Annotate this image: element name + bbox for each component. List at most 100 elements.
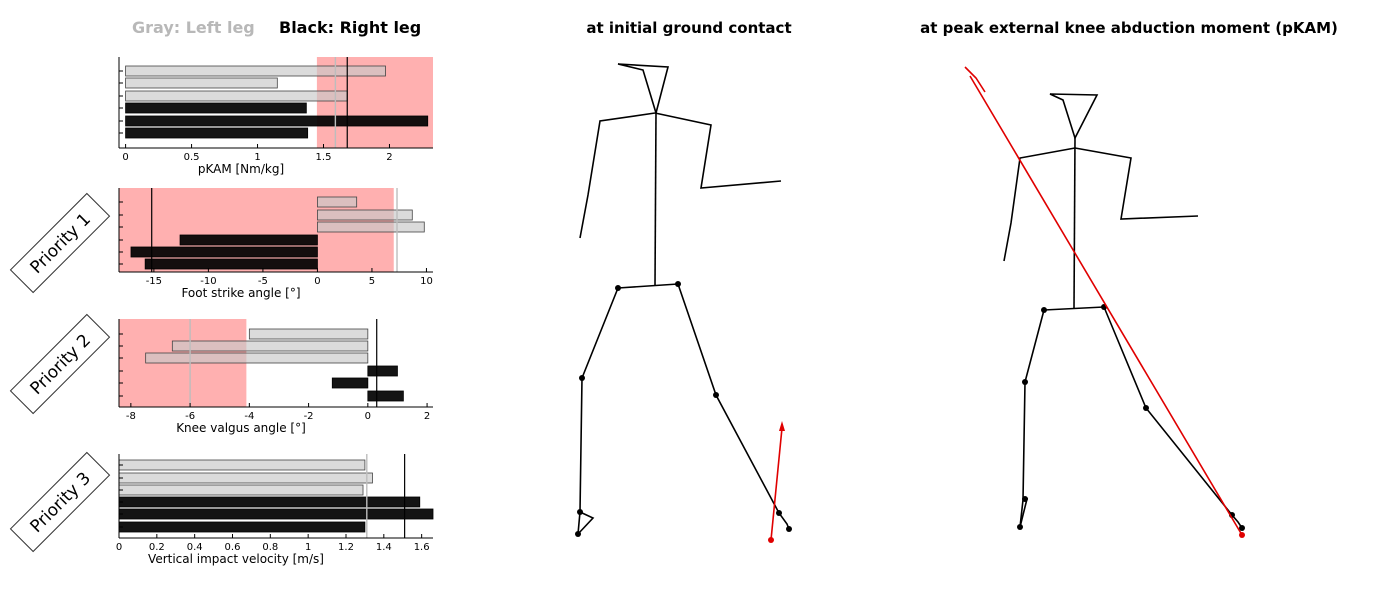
bar-right-leg-2 [125, 115, 429, 127]
x-tick-label: 1 [305, 542, 311, 553]
knee-joint-left-peak [1022, 379, 1028, 385]
force-origin-peak [1239, 532, 1245, 538]
priority-2-tag: Priority 2 [9, 313, 111, 415]
toe-joint-right-peak [1239, 525, 1245, 531]
force-origin-initial [768, 537, 774, 543]
x-tick-label: 0.6 [225, 542, 241, 553]
trunk-peak [1073, 137, 1076, 310]
x-tick-label: 2 [424, 411, 430, 422]
left-leg-peak [1019, 309, 1045, 528]
force-vector-initial [768, 421, 785, 543]
priority-2-box [9, 313, 111, 415]
x-axis-label: Vertical impact velocity [m/s] [148, 552, 324, 566]
arrow-head-peak [964, 66, 986, 93]
bar-right-leg-1 [125, 102, 307, 114]
bar-right-leg-1 [367, 365, 398, 377]
knee-joint-right [713, 392, 719, 398]
ankle-joint-right [776, 510, 782, 516]
priority-3-tag: Priority 3 [9, 451, 111, 553]
bar-right-leg-2 [118, 508, 434, 520]
head-peak [1049, 93, 1099, 141]
ankle-joint-left-peak [1022, 496, 1028, 502]
x-tick-label: 0 [314, 276, 320, 287]
title-initial-contact: at initial ground contact [586, 19, 791, 37]
right-leg-initial [677, 283, 790, 530]
x-tick-label: -10 [200, 276, 216, 287]
title-peak-kam: at peak external knee abduction moment (… [920, 19, 1338, 37]
bar-right-leg-3 [118, 521, 366, 533]
x-axis-label: Knee valgus angle [°] [176, 421, 306, 435]
ankle-joint-left [577, 509, 583, 515]
hip-joint-right [675, 281, 681, 287]
x-axis-label: Foot strike angle [°] [181, 286, 300, 300]
right-arm-peak [1074, 147, 1199, 220]
legend-left-leg: Gray: Left leg [132, 18, 255, 37]
bar-right-leg-1 [118, 496, 421, 508]
bar-left-leg-3 [125, 90, 348, 102]
bar-left-leg-2 [118, 472, 373, 484]
x-tick-label: 1 [254, 152, 260, 163]
toe-joint-left [575, 531, 581, 537]
trunk-initial [654, 112, 657, 287]
x-tick-label: 1.2 [338, 542, 354, 553]
x-tick-label: -2 [304, 411, 314, 422]
x-tick-label: 1.4 [376, 542, 392, 553]
force-vector-peak [964, 66, 1245, 538]
x-tick-label: 0.5 [184, 152, 200, 163]
bar-left-leg-1 [317, 196, 358, 208]
x-tick-label: 0.8 [262, 542, 278, 553]
stick-figure-peak-kam [1003, 93, 1243, 529]
priority-1-box [9, 192, 111, 294]
joints-peak-kam [1017, 304, 1245, 531]
bar-right-leg-1 [179, 234, 318, 246]
bar-left-leg-1 [125, 65, 386, 77]
hip-joint-left [615, 285, 621, 291]
bar-right-leg-3 [144, 258, 318, 270]
toe-joint-left-peak [1017, 524, 1023, 530]
x-tick-label: -4 [244, 411, 254, 422]
x-tick-label: 1.5 [316, 152, 332, 163]
x-tick-label: 0 [116, 542, 122, 553]
bar-left-leg-2 [125, 77, 278, 89]
arrow-head-initial [779, 421, 785, 431]
head-initial [617, 63, 670, 116]
pelvis-peak [1043, 306, 1105, 311]
toe-joint-right [786, 526, 792, 532]
x-tick-label: 0 [122, 152, 128, 163]
bar-left-leg-2 [171, 340, 369, 352]
left-foot-initial [577, 511, 595, 535]
bar-right-leg-3 [125, 127, 309, 139]
bar-right-leg-3 [367, 390, 404, 402]
bar-left-leg-1 [248, 328, 369, 340]
x-tick-label: 1.6 [414, 542, 430, 553]
knee-joint-left [579, 375, 585, 381]
right-arm-initial [654, 112, 782, 189]
x-tick-label: 0.4 [187, 542, 203, 553]
bar-right-leg-2 [331, 377, 369, 389]
priority-1-tag: Priority 1 [9, 192, 111, 294]
knee-joint-right-peak [1143, 405, 1149, 411]
x-tick-label: 0 [365, 411, 371, 422]
bar-left-leg-3 [317, 221, 425, 233]
bar-right-leg-2 [130, 246, 318, 258]
bar-left-leg-1 [118, 459, 366, 471]
x-tick-label: -8 [126, 411, 136, 422]
legend-right-leg: Black: Right leg [279, 18, 421, 37]
left-arm-peak [1003, 147, 1076, 262]
x-tick-label: 0.2 [149, 542, 165, 553]
bar-left-leg-3 [145, 352, 369, 364]
left-arm-initial [579, 112, 656, 239]
force-line-peak [969, 75, 1243, 536]
x-tick-label: -15 [146, 276, 162, 287]
bar-left-leg-3 [118, 484, 364, 496]
force-line-initial [770, 427, 783, 541]
x-tick-label: 5 [369, 276, 375, 287]
priority-3-box [9, 451, 111, 553]
joints-initial-contact [575, 281, 792, 537]
x-tick-label: 2 [386, 152, 392, 163]
left-leg-initial [577, 287, 619, 535]
